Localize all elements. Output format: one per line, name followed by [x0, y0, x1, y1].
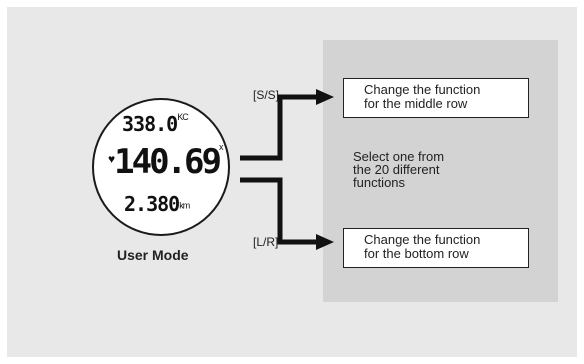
watch-display: 338.0KC ♥140.69x 2.380km [92, 98, 230, 236]
watch-row-middle: ♥140.69x [108, 142, 223, 182]
description-line3: functions [353, 175, 406, 190]
watch-row-top-value: 338.0 [122, 112, 178, 136]
bottom-row-box: Change the function for the bottom row [343, 228, 529, 268]
lr-button-label: [L/R] [253, 235, 279, 249]
ss-button-label: [S/S] [253, 88, 280, 102]
watch-row-middle-value: 140.69 [114, 142, 222, 182]
middle-row-box: Change the function for the middle row [343, 78, 529, 118]
watch-row-bottom-unit: km [179, 200, 190, 211]
heart-icon: ♥ [108, 152, 115, 166]
watch-row-bottom: 2.380km [124, 192, 190, 217]
bottom-row-line1: Change the function [364, 232, 481, 247]
middle-row-line1: Change the function [364, 82, 481, 97]
bottom-row-line2: for the bottom row [364, 246, 469, 261]
description-line1: Select one from [353, 149, 445, 164]
description-line2: the 20 different [353, 162, 440, 177]
bottom-row-arrowhead [316, 234, 334, 250]
middle-row-line2: for the middle row [364, 96, 468, 111]
watch-row-bottom-value: 2.380 [124, 192, 180, 216]
bottom-row-connector [240, 177, 316, 245]
watch-row-top-unit: KC [177, 112, 188, 122]
user-mode-caption: User Mode [117, 247, 189, 263]
watch-row-top: 338.0KC [122, 112, 189, 137]
functions-description: Select one from the 20 different functio… [353, 150, 444, 189]
middle-row-connector [240, 94, 316, 161]
middle-row-arrowhead [316, 89, 334, 105]
